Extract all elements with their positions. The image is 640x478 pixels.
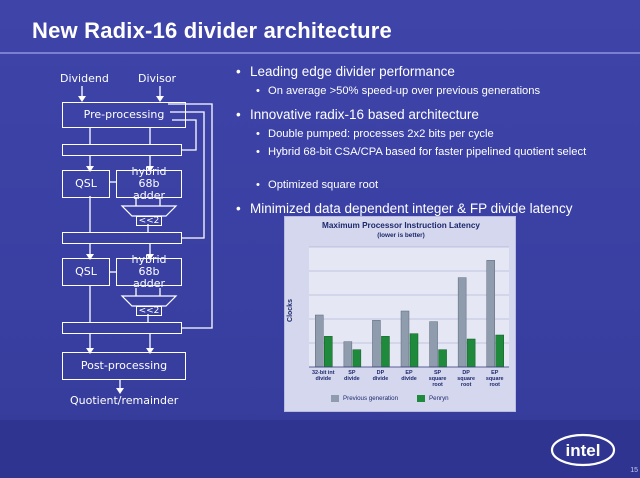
pipeline-register-1	[62, 144, 182, 156]
bar-penryn-4	[438, 349, 447, 368]
hybrid-adder-block-2: hybrid 68b adder	[116, 254, 182, 290]
bar-previous-3	[400, 310, 410, 368]
bar-previous-0	[315, 314, 324, 368]
title-divider	[0, 52, 640, 54]
divisor-label: Divisor	[138, 72, 177, 85]
hybrid-adder-label-2: hybrid 68b adder	[131, 253, 167, 290]
qsl-block-2: QSL	[62, 258, 110, 286]
bullet-1-sub-1-text: On average >50% speed-up over previous g…	[268, 85, 541, 97]
qsl-block-1: QSL	[62, 170, 110, 198]
category-label-1: SP divide	[344, 370, 360, 383]
quotient-remainder-label: Quotient/remainder	[70, 394, 179, 407]
page-number: 15	[630, 467, 638, 474]
bullet-dot: •	[236, 201, 241, 216]
hybrid-adder-block-1: hybrid 68b adder	[116, 166, 182, 202]
bar-previous-5	[457, 277, 467, 368]
footer-band	[0, 420, 640, 478]
postprocessing-block: Post-processing	[62, 352, 186, 380]
bar-penryn-3	[409, 333, 419, 368]
slide-title: New Radix-16 divider architecture	[32, 18, 392, 43]
dividend-label: Dividend	[60, 72, 109, 85]
bullet-dot: •	[236, 107, 241, 122]
category-label-5: DP square root	[457, 370, 475, 389]
bullet-dot: •	[256, 85, 260, 97]
chart-plot	[309, 246, 509, 368]
category-label-3: EP divide	[401, 370, 417, 383]
intel-logo: intel	[550, 433, 616, 467]
category-label-2: DP divide	[372, 370, 389, 383]
bar-previous-2	[372, 320, 381, 368]
bullet-dot: •	[256, 179, 260, 191]
category-label-4: SP square root	[428, 370, 447, 389]
category-label-6: EP square root	[485, 370, 504, 389]
preprocessing-block: Pre-processing	[62, 102, 186, 128]
bar-penryn-1	[352, 349, 362, 368]
bar-penryn-5	[466, 338, 476, 368]
bar-previous-4	[429, 321, 438, 368]
legend-swatch-previous	[331, 395, 339, 402]
bullet-2-sub-2-text: Hybrid 68-bit CSA/CPA based for faster p…	[268, 146, 587, 158]
bar-penryn-2	[381, 336, 390, 368]
legend-label-penryn: Penryn	[429, 395, 449, 402]
pipeline-register-2	[62, 232, 182, 244]
chart-title: Maximum Processor Instruction Latency	[322, 221, 480, 230]
divider-block-diagram: Dividend Divisor Pre-processing QSL hybr…	[0, 60, 230, 420]
bar-previous-6	[486, 260, 495, 368]
pipeline-register-3	[62, 322, 182, 334]
bullet-2-sub-3-text: Optimized square root	[268, 179, 379, 191]
chart-subtitle: (lower is better)	[377, 232, 425, 239]
bullet-dot: •	[256, 146, 260, 158]
hybrid-adder-label-1: hybrid 68b adder	[131, 165, 167, 202]
legend-swatch-penryn	[417, 395, 425, 402]
bullet-1-text: Leading edge divider performance	[250, 64, 455, 79]
legend-label-previous: Previous generation	[343, 395, 399, 402]
bullet-2-sub-1-text: Double pumped: processes 2x2 bits per cy…	[268, 128, 494, 140]
bullet-dot: •	[236, 64, 241, 79]
bullet-2-text: Innovative radix-16 based architecture	[250, 107, 479, 122]
bullet-dot: •	[256, 128, 260, 140]
bar-penryn-0	[324, 336, 333, 368]
diagram-wires	[78, 86, 213, 394]
intel-logo-text: intel	[566, 441, 601, 460]
shift-block-1: <<2	[136, 216, 162, 226]
bar-penryn-6	[495, 334, 504, 368]
bullet-3-text: Minimized data dependent integer & FP di…	[250, 201, 573, 216]
bar-previous-1	[343, 341, 353, 368]
latency-chart: Maximum Processor Instruction Latency (l…	[284, 216, 516, 412]
category-label-0: 32-bit int divide	[312, 370, 335, 383]
shift-block-2: <<2	[136, 306, 162, 316]
